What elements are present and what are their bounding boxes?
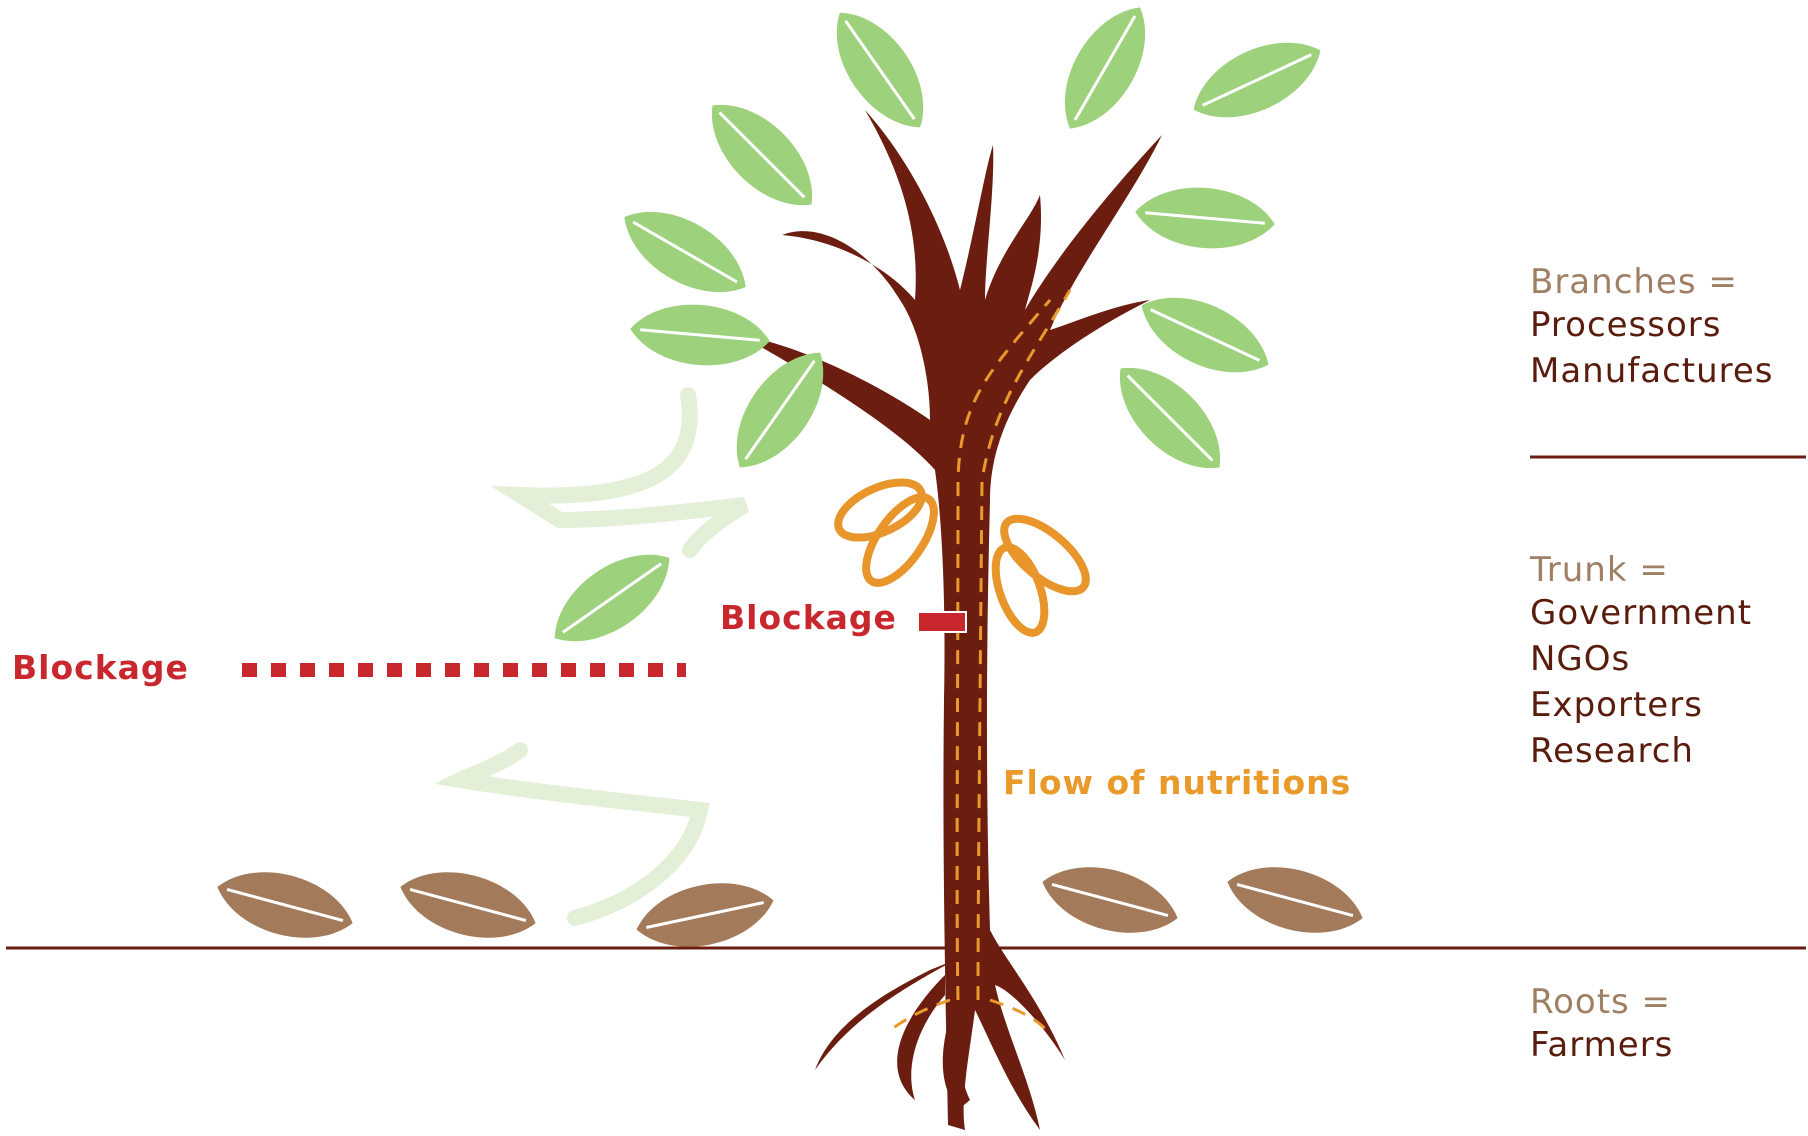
legend-item: Exporters	[1530, 682, 1752, 728]
legend-item: Farmers	[1530, 1022, 1673, 1068]
legend-branches: Branches = Processors Manufactures	[1530, 262, 1774, 394]
legend-item: Processors	[1530, 302, 1774, 348]
legend-trunk: Trunk = Government NGOs Exporters Resear…	[1530, 550, 1752, 774]
legend-roots: Roots = Farmers	[1530, 982, 1673, 1068]
flow-label: Flow of nutritions	[1003, 763, 1351, 802]
green-leaf-icon	[1044, 0, 1166, 144]
dead-leaves	[210, 853, 1371, 959]
green-leaf-icon	[628, 299, 773, 371]
legend-item: NGOs	[1530, 636, 1752, 682]
blockage-trunk-bar	[918, 612, 966, 632]
green-leaf-icon	[609, 191, 760, 313]
green-leaf-icon	[691, 84, 832, 225]
green-leaf-icon	[1181, 23, 1333, 137]
cocoa-pod-icon	[993, 506, 1098, 604]
legend-trunk-head: Trunk =	[1530, 550, 1752, 590]
blockage-trunk-label: Blockage	[720, 598, 897, 637]
dead-leaf-icon	[393, 858, 544, 952]
cocoa-pod-icon	[986, 541, 1054, 639]
dead-leaf-icon	[210, 858, 361, 952]
legend-item: Research	[1530, 728, 1752, 774]
falling-leaf-trail-icon	[460, 395, 745, 918]
green-leaf-icon	[1133, 182, 1278, 254]
dead-leaf-icon	[1035, 853, 1186, 947]
blockage-left-label: Blockage	[12, 648, 189, 687]
legend-item: Manufactures	[1530, 348, 1774, 394]
green-leaf-icon	[815, 0, 944, 145]
legend-roots-head: Roots =	[1530, 982, 1673, 1022]
green-leaf-icon	[537, 533, 686, 662]
legend-item: Government	[1530, 590, 1752, 636]
dead-leaf-icon	[1220, 853, 1371, 947]
legend-branches-head: Branches =	[1530, 262, 1774, 302]
